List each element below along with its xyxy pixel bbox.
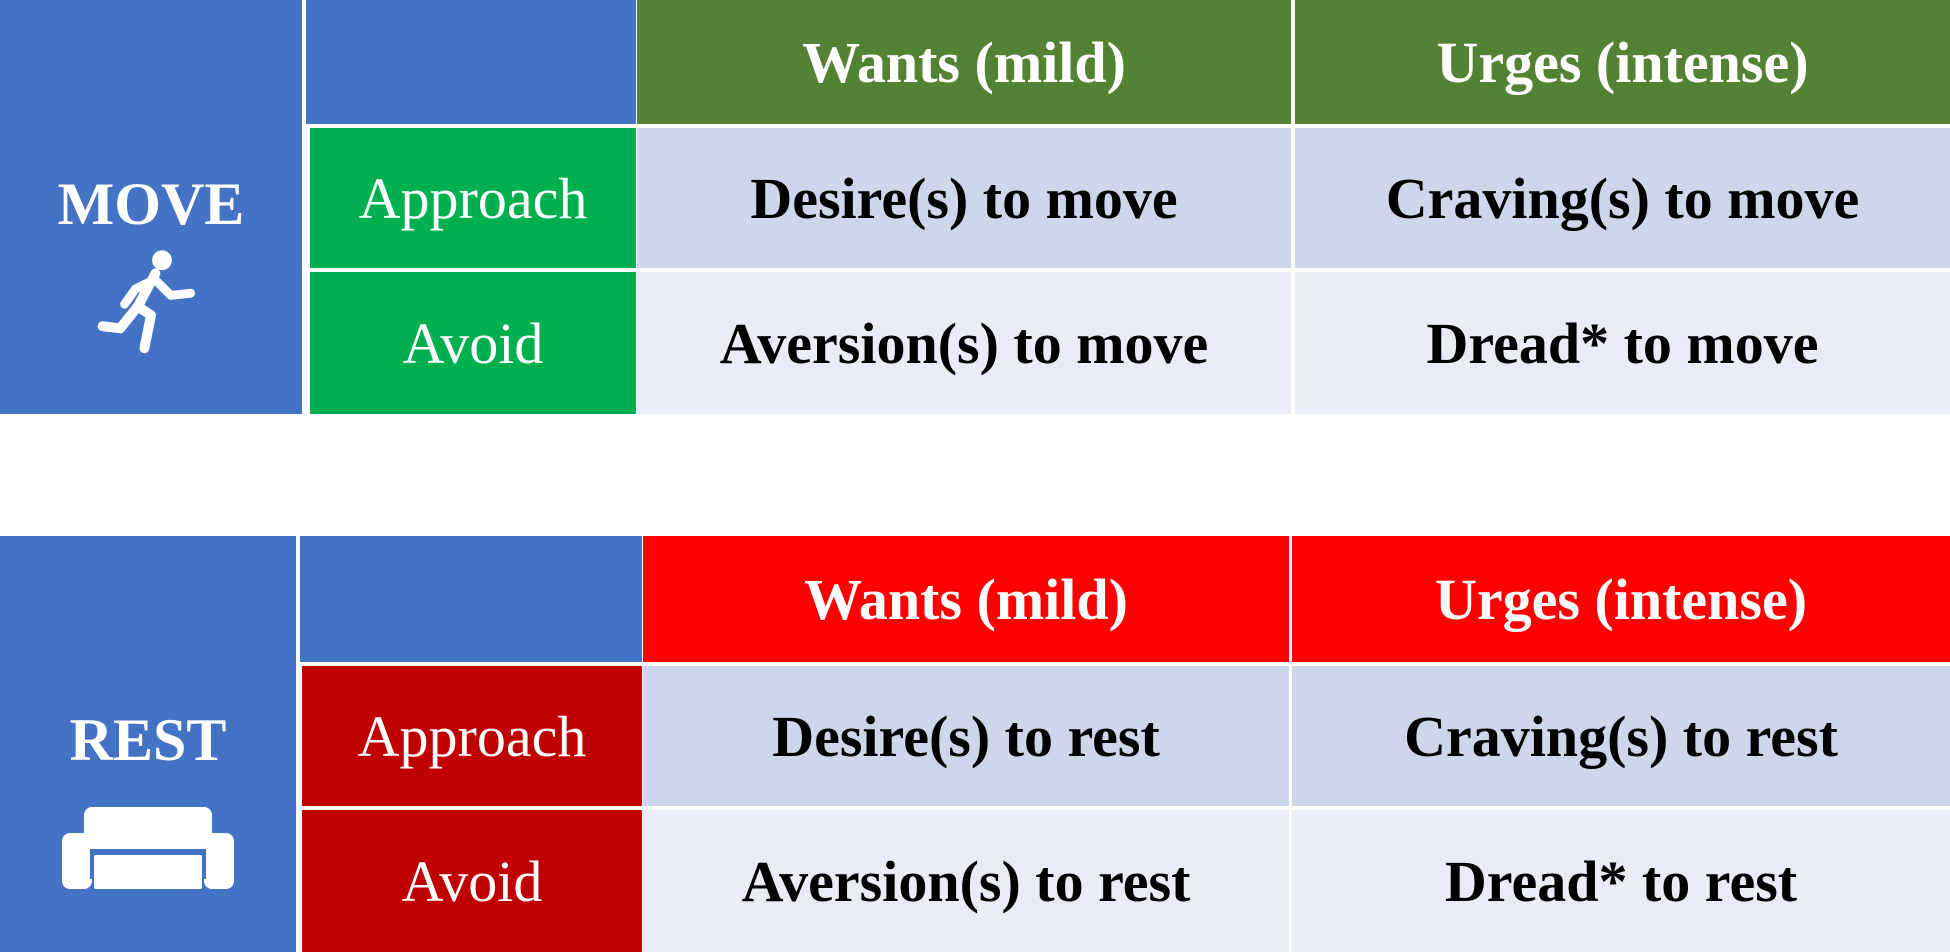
- rest-row-avoid-label: Avoid: [302, 810, 642, 952]
- move-avoid-urges-cell: Dread* to move: [1295, 272, 1950, 414]
- move-corner-cell: [306, 0, 636, 124]
- rest-row-approach-label: Approach: [302, 666, 642, 806]
- couch-icon: [62, 807, 234, 889]
- rest-category-panel: REST: [0, 536, 296, 952]
- move-header-urges: Urges (intense): [1295, 0, 1950, 124]
- rest-category-label: REST: [69, 707, 227, 773]
- rest-approach-urges-cell: Craving(s) to rest: [1292, 666, 1950, 806]
- move-approach-urges-cell: Craving(s) to move: [1295, 128, 1950, 268]
- rest-header-urges: Urges (intense): [1292, 536, 1950, 662]
- move-row-approach-label: Approach: [310, 128, 636, 268]
- move-table: MOVE Wants (mild) Urges (intense) Approa…: [0, 0, 1950, 414]
- move-header-wants: Wants (mild): [637, 0, 1291, 124]
- running-person-icon: [97, 250, 196, 354]
- rest-header-wants: Wants (mild): [643, 536, 1289, 662]
- move-approach-wants-cell: Desire(s) to move: [637, 128, 1291, 268]
- rest-avoid-urges-cell: Dread* to rest: [1292, 810, 1950, 952]
- rest-approach-wants-cell: Desire(s) to rest: [643, 666, 1289, 806]
- move-category-label: MOVE: [57, 171, 245, 237]
- move-category-panel: MOVE: [0, 0, 302, 414]
- rest-corner-cell: [300, 536, 642, 662]
- move-row-avoid-label: Avoid: [310, 272, 636, 414]
- move-avoid-wants-cell: Aversion(s) to move: [637, 272, 1291, 414]
- rest-avoid-wants-cell: Aversion(s) to rest: [643, 810, 1289, 952]
- rest-table: REST Wants (mild) Urges (intense) Approa…: [0, 536, 1950, 952]
